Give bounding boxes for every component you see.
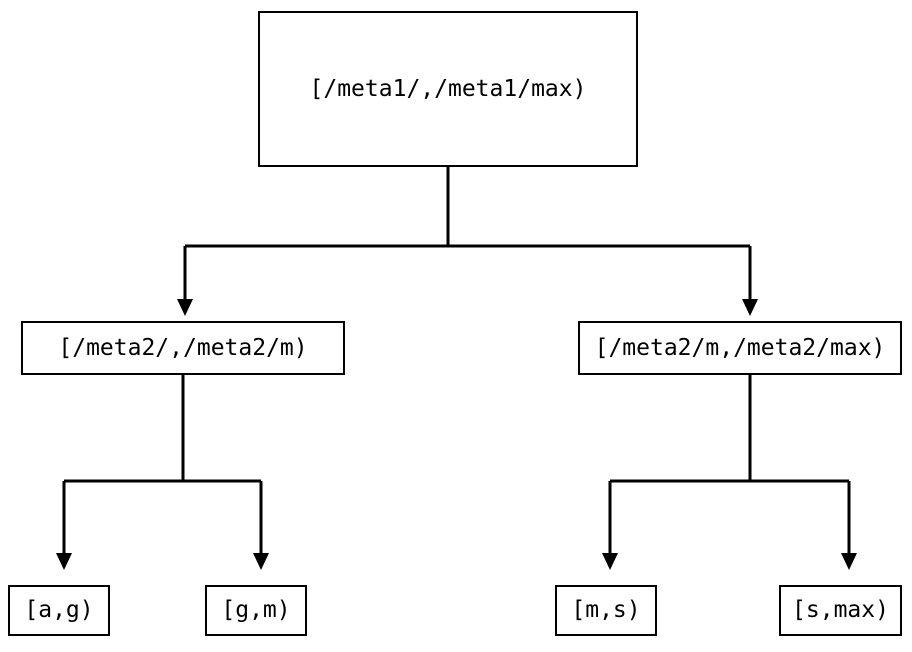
- node-meta2-high-interval[interactable]: [/meta2/m,/meta2/max): [578, 321, 902, 375]
- arrowhead-to-leaf-smax: [841, 553, 857, 570]
- node-leaf-g-m[interactable]: [g,m): [205, 585, 307, 636]
- arrowhead-to-leaf-ag: [56, 553, 72, 570]
- node-leaf-s-max-label: [s,max): [792, 597, 889, 623]
- node-root-interval[interactable]: [/meta1/,/meta1/max): [258, 11, 638, 167]
- node-meta2-high-label: [/meta2/m,/meta2/max): [594, 334, 886, 361]
- node-leaf-m-s[interactable]: [m,s): [555, 585, 657, 636]
- node-leaf-m-s-label: [m,s): [571, 597, 641, 623]
- arrowhead-to-leaf-ms: [602, 553, 618, 570]
- arrowhead-to-meta2-low: [177, 299, 193, 316]
- arrowhead-to-meta2-high: [742, 299, 758, 316]
- node-meta2-low-interval[interactable]: [/meta2/,/meta2/m): [21, 321, 345, 375]
- arrowhead-to-leaf-gm: [253, 553, 269, 570]
- node-leaf-a-g[interactable]: [a,g): [8, 585, 110, 636]
- node-leaf-g-m-label: [g,m): [221, 597, 291, 623]
- node-leaf-a-g-label: [a,g): [24, 597, 94, 623]
- node-leaf-s-max[interactable]: [s,max): [779, 585, 902, 636]
- node-meta2-low-label: [/meta2/,/meta2/m): [58, 334, 308, 361]
- node-root-label: [/meta1/,/meta1/max): [309, 75, 587, 102]
